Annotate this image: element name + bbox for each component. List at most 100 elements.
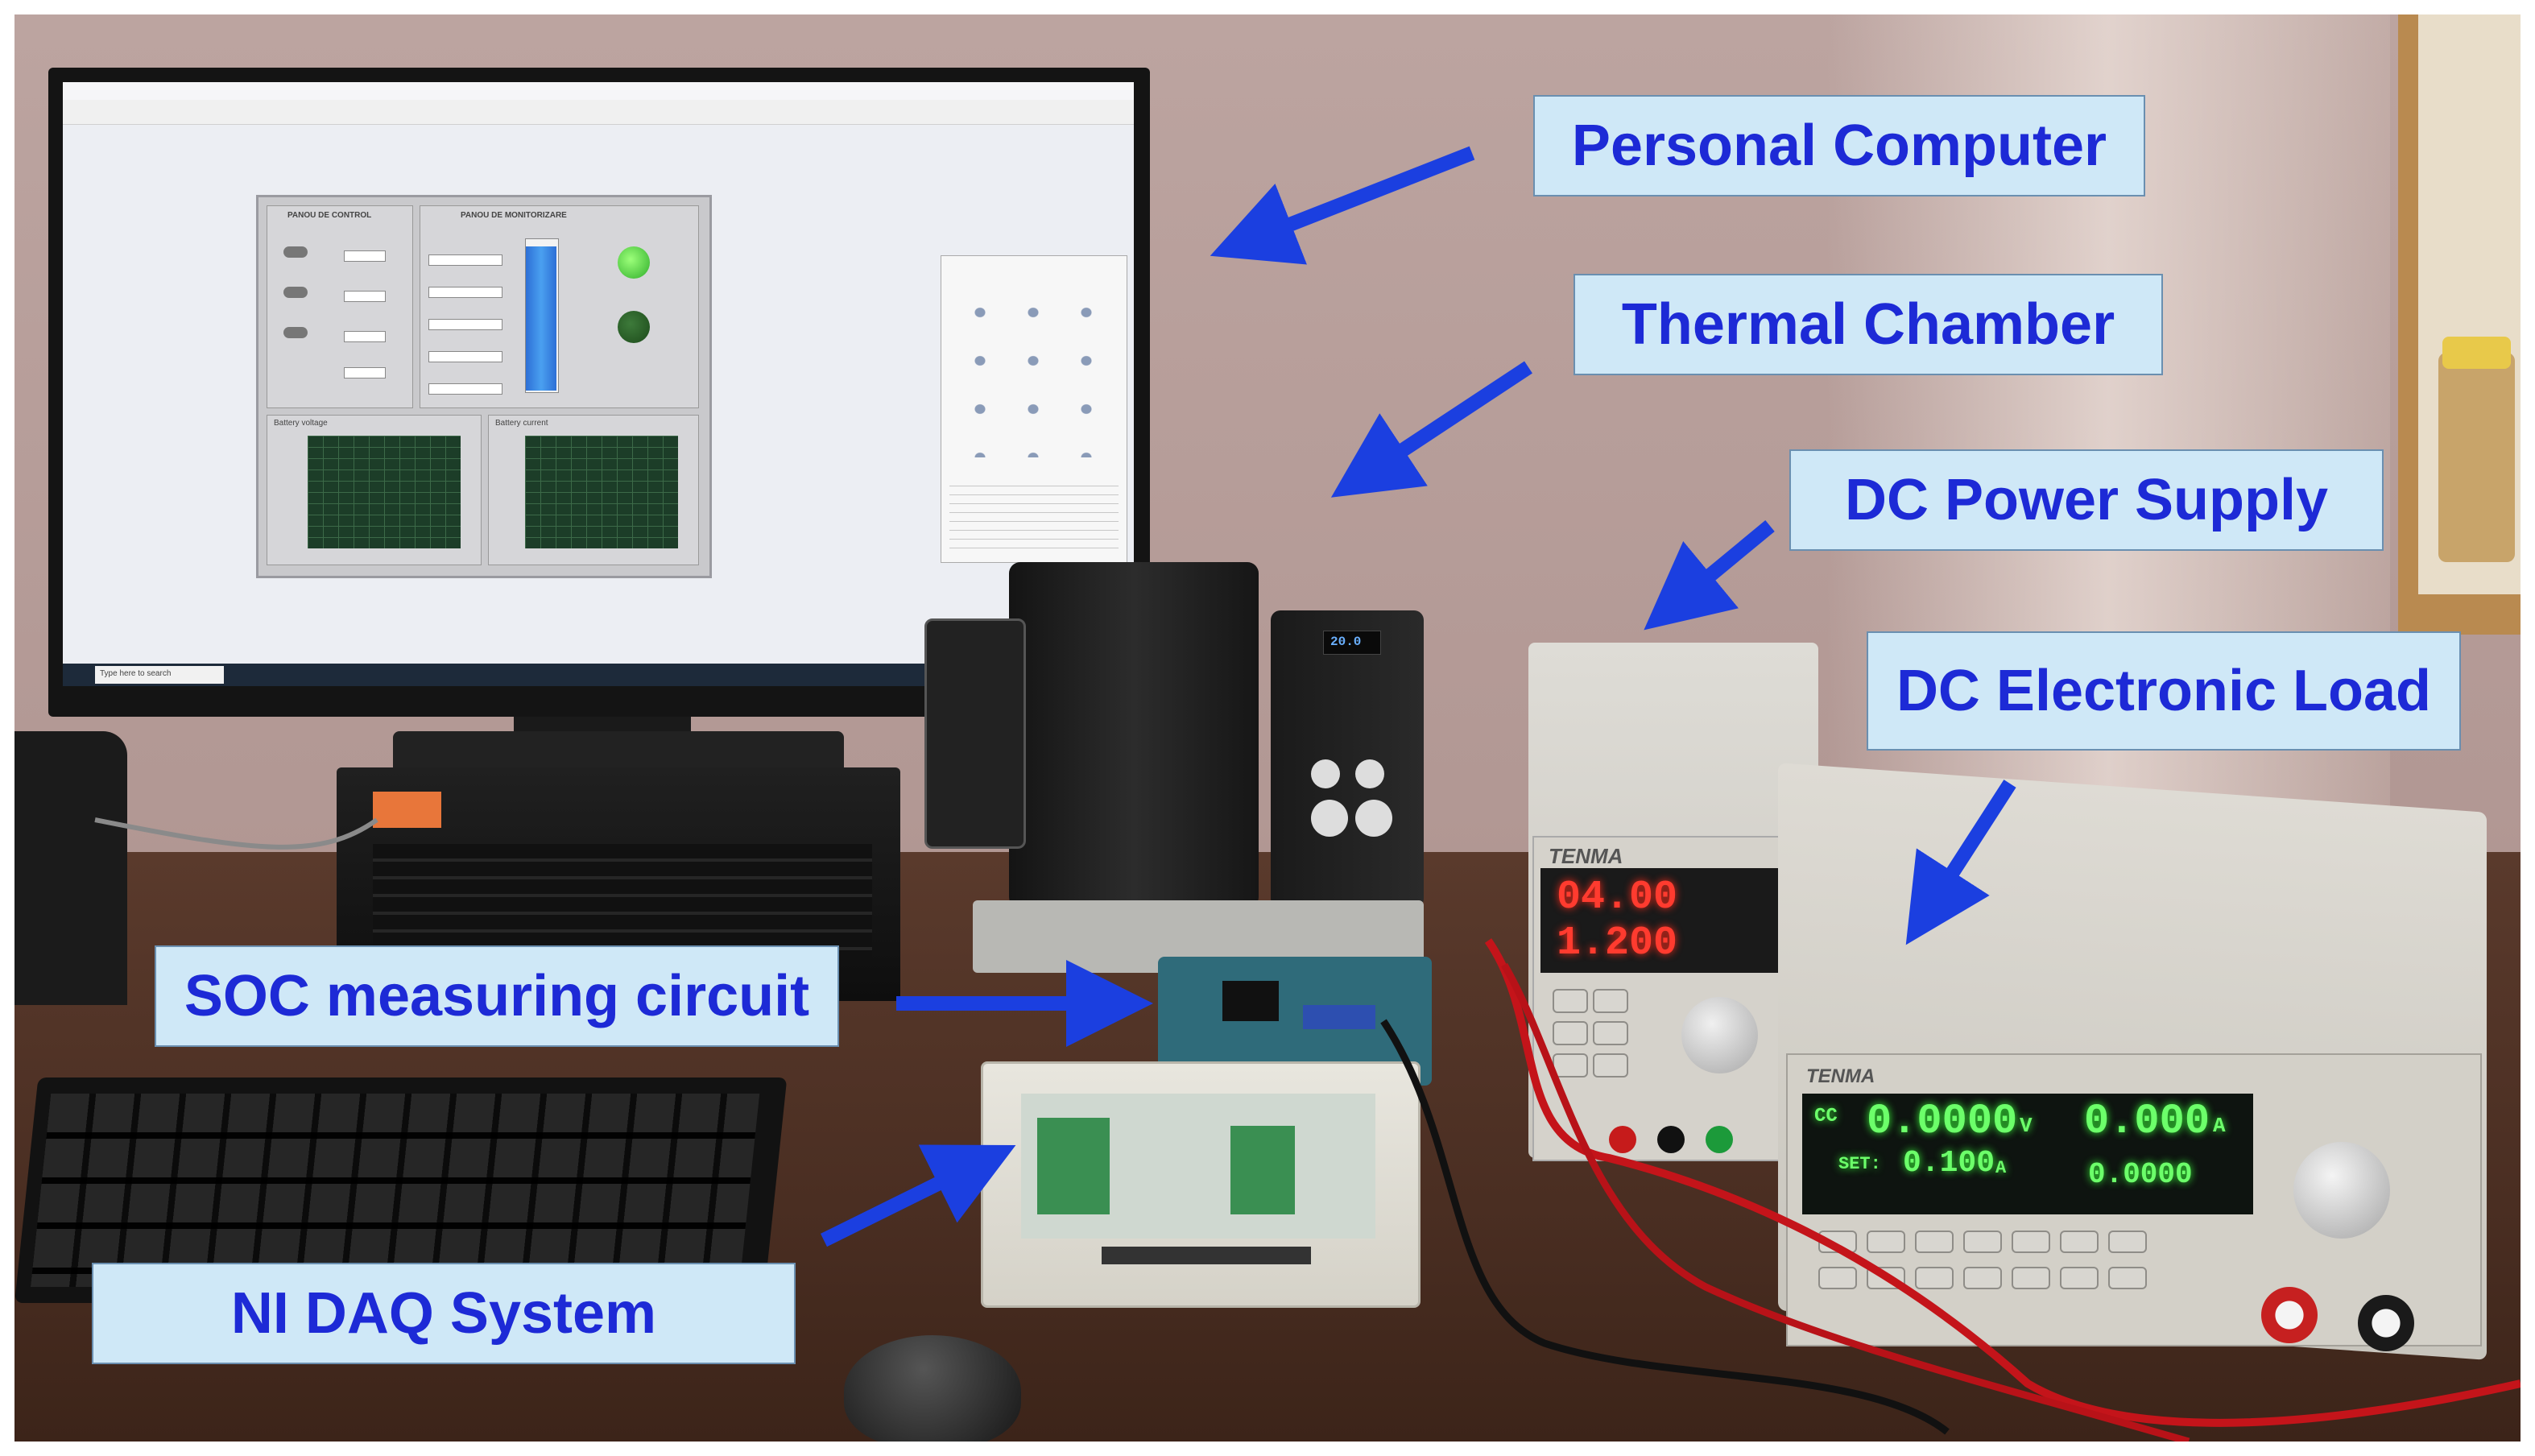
psu-terminal-red	[1609, 1126, 1636, 1153]
pc-tower-vents	[373, 844, 872, 965]
psu-button[interactable]	[1593, 1021, 1628, 1045]
ni-daq-terminal-block	[1037, 1118, 1110, 1214]
chamber-button[interactable]	[1355, 759, 1384, 788]
load-knob[interactable]	[2293, 1142, 2390, 1239]
soc-gauge-fill	[526, 246, 556, 391]
window-menubar	[63, 100, 1134, 125]
numeric-field	[428, 351, 502, 362]
thermal-chamber: 20.0	[916, 554, 1448, 916]
psu-display-panel	[1540, 868, 1798, 973]
psu-current-display: 1.200	[1557, 920, 1678, 966]
label-soc-circuit: SOC measuring circuit	[155, 945, 839, 1047]
label-dc-power-supply: DC Power Supply	[1789, 449, 2384, 551]
monitor-panel: PANOU DE MONITORIZARE	[420, 205, 699, 408]
load-button[interactable]	[2060, 1231, 2099, 1253]
load-button[interactable]	[1867, 1231, 1905, 1253]
voltage-chart-panel: Battery voltage	[267, 415, 482, 565]
load-button[interactable]	[1915, 1267, 1954, 1289]
toggle-switch[interactable]	[283, 287, 308, 298]
load-brand: TENMA	[1806, 1065, 1875, 1087]
voltage-chart-plot	[308, 436, 461, 548]
numeric-field	[428, 287, 502, 298]
chamber-display-text: 20.0	[1330, 635, 1362, 649]
numeric-field	[428, 383, 502, 395]
chamber-door-latch	[924, 618, 1026, 849]
chamber-button[interactable]	[1311, 759, 1340, 788]
load-voltage-display: 0.0000	[1867, 1098, 2018, 1145]
load-button[interactable]	[1818, 1267, 1857, 1289]
arrow-dc-power-supply	[1644, 520, 1775, 631]
label-personal-computer: Personal Computer	[1533, 95, 2145, 196]
chamber-controller	[1271, 610, 1424, 908]
psu-knob[interactable]	[1681, 997, 1758, 1073]
load-button[interactable]	[1963, 1267, 2002, 1289]
current-chart-panel: Battery current	[488, 415, 699, 565]
load-current-display: 0.000	[2084, 1098, 2210, 1145]
chamber-button[interactable]	[1311, 800, 1348, 837]
load-set-label: SET:	[1838, 1154, 1881, 1174]
load-button[interactable]	[2012, 1267, 2050, 1289]
arrow-ni-daq	[821, 1144, 1016, 1247]
load-terminal-black	[2358, 1295, 2414, 1351]
numeric-field[interactable]	[344, 331, 386, 342]
taskbar-search[interactable]: Type here to search	[95, 666, 224, 684]
jar-lid	[2442, 337, 2511, 369]
load-button[interactable]	[2060, 1267, 2099, 1289]
psu-button[interactable]	[1553, 1021, 1588, 1045]
toggle-switch[interactable]	[283, 246, 308, 258]
load-set-display: 0.100	[1903, 1146, 1995, 1181]
load-terminal-red	[2261, 1287, 2318, 1343]
numeric-field[interactable]	[344, 250, 386, 262]
numeric-field[interactable]	[344, 367, 386, 378]
red-cable	[1501, 962, 2190, 1442]
toggle-switch[interactable]	[283, 327, 308, 338]
arrow-thermal-chamber	[1330, 361, 1532, 498]
pc-tower-sticker	[373, 792, 441, 828]
ni-daq-front-slot	[1102, 1247, 1311, 1264]
load-mode: CC	[1814, 1106, 1838, 1127]
red-cable	[1484, 938, 2521, 1427]
load-button[interactable]	[1963, 1231, 2002, 1253]
speaker	[14, 731, 127, 1005]
monitor-screen: PANOU DE CONTROL PANOU DE MONITORIZARE	[63, 82, 1134, 686]
load-button[interactable]	[2108, 1231, 2147, 1253]
voltage-chart-title: Battery voltage	[274, 419, 328, 428]
arrow-personal-computer	[1210, 146, 1475, 265]
load-button[interactable]	[2012, 1231, 2050, 1253]
current-chart-plot	[525, 436, 678, 548]
arrow-dc-electronic-load	[1905, 780, 2016, 945]
load-current-unit: A	[2213, 1114, 2226, 1138]
soc-circuit-chip	[1222, 981, 1279, 1021]
palette-grid	[953, 288, 1114, 457]
chamber-main-box	[1009, 562, 1259, 908]
front-panel: PANOU DE CONTROL PANOU DE MONITORIZARE	[256, 195, 712, 578]
label-ni-daq: NI DAQ System	[92, 1263, 796, 1364]
psu-brand: TENMA	[1549, 844, 1623, 868]
arrows	[821, 146, 2016, 1247]
psu-button[interactable]	[1593, 1053, 1628, 1078]
load-button[interactable]	[1915, 1231, 1954, 1253]
numeric-field[interactable]	[344, 291, 386, 302]
taskbar-search-text: Type here to search	[100, 669, 172, 678]
control-panel: PANOU DE CONTROL	[267, 205, 413, 408]
status-led-green	[618, 246, 650, 279]
black-cable	[1380, 1019, 1950, 1435]
label-thermal-chamber: Thermal Chamber	[1574, 274, 2163, 375]
status-led-dark	[618, 311, 650, 343]
chamber-display: 20.0	[1323, 631, 1381, 655]
psu-terminal-green	[1706, 1126, 1733, 1153]
load-set-unit: A	[1995, 1158, 2007, 1178]
psu-button[interactable]	[1593, 989, 1628, 1013]
current-chart-title: Battery current	[495, 419, 548, 428]
control-panel-title: PANOU DE CONTROL	[287, 211, 372, 220]
numeric-field	[428, 254, 502, 266]
ni-daq-terminal-block	[1230, 1126, 1295, 1214]
label-dc-electronic-load: DC Electronic Load	[1867, 631, 2461, 751]
cables	[94, 817, 2521, 1442]
soc-circuit-connector	[1303, 1005, 1375, 1029]
chamber-button[interactable]	[1355, 800, 1392, 837]
load-button[interactable]	[2108, 1267, 2147, 1289]
psu-button[interactable]	[1553, 989, 1588, 1013]
gray-cable	[94, 817, 378, 850]
psu-voltage-display: 04.00	[1557, 875, 1678, 920]
